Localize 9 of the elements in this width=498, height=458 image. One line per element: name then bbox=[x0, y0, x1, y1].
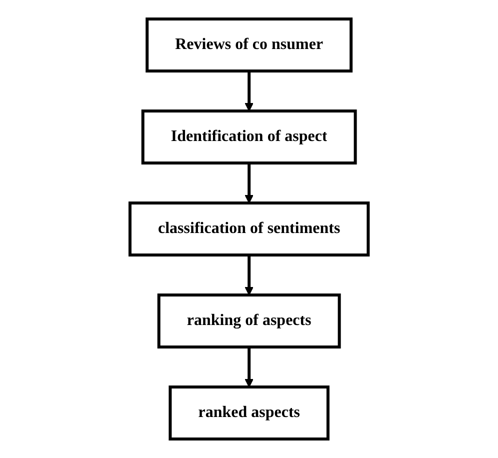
node-box: ranking of aspects bbox=[157, 294, 341, 348]
node-box: Identification of aspect bbox=[141, 110, 357, 164]
arrow bbox=[244, 347, 254, 388]
node-box: Reviews of co nsumer bbox=[146, 18, 352, 72]
arrow bbox=[244, 71, 254, 112]
arrow bbox=[244, 255, 254, 296]
node-box: classification of sentiments bbox=[128, 202, 370, 256]
arrow bbox=[244, 163, 254, 204]
node-box: ranked aspects bbox=[168, 386, 330, 440]
